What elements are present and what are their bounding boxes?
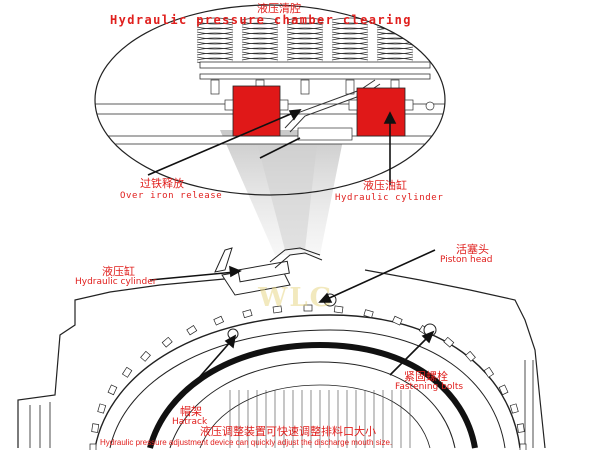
piston-head-label-cn: 活塞头 [456,243,489,256]
crusher-body [17,269,546,450]
piston-head-label-en: Piston head [440,255,493,265]
hydraulic-cylinder-left [232,85,281,137]
machine-logo-watermark: WLG [257,283,334,313]
hydraulic-cylinder-left-label-cn: 液压缸 [102,265,135,278]
hydraulic-cylinder-top-label-cn: 液压油缸 [363,179,407,192]
detail-view-outline [94,4,446,196]
hydraulic-cylinder-top-label-en: Hydraulic cylinder [335,193,444,203]
title-en: Hydraulic pressure chamber clearing [110,13,412,27]
hydraulic-cylinder-right [356,87,406,137]
mantle [147,341,478,449]
footer-en: Hydraulic pressure adjustment device can… [100,438,393,447]
title-cn: 液压清腔 [257,2,301,15]
over-iron-release-label-en: Over iron release [120,191,223,201]
over-iron-release-label-cn: 过铁释放 [140,177,184,190]
footer-cn: 液压调整装置可快速调整排料口大小 [200,425,376,438]
hatrack-label-cn: 帽架 [180,405,202,418]
callout-lines [147,109,436,406]
magnify-beam-core [255,135,318,250]
detail-view [95,17,445,145]
fastening-bolts-label-en: Fastening bolts [395,382,464,392]
hydraulic-cylinder-left-label-en: Hydraulic cylinder [75,277,157,287]
fastening-bolts-label-cn: 紧固螺栓 [404,370,448,383]
svg-text:WLG: WLG [257,283,334,313]
hydraulic-pipe [284,79,376,129]
hatrack-label-en: Hatrack [172,417,208,427]
